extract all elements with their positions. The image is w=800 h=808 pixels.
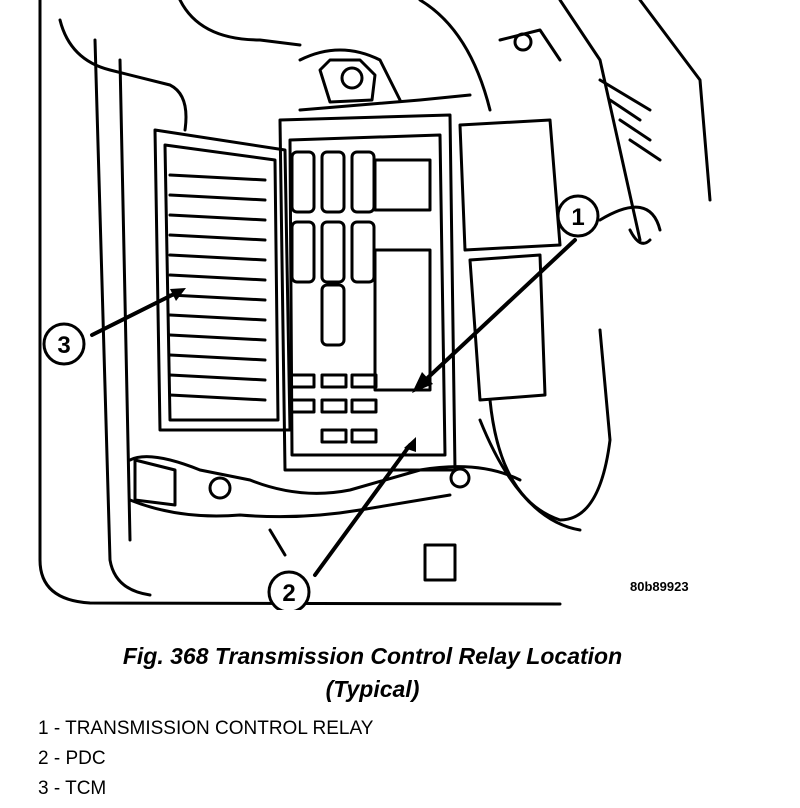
tcm-module	[153, 128, 292, 432]
wiring-harness	[488, 328, 612, 522]
callout-1-arrowhead	[412, 372, 433, 393]
callout-2-arrowhead	[404, 437, 416, 452]
image-code: 80b89923	[630, 579, 689, 594]
mount-bracket	[318, 58, 377, 104]
callout-3-arrowhead	[170, 288, 186, 301]
callout-1-number: 1	[571, 204, 584, 231]
fender-outline	[38, 0, 562, 606]
legend: 1 - TRANSMISSION CONTROL RELAY 2 - PDC 3…	[38, 714, 373, 804]
callout-3-number: 3	[57, 332, 70, 359]
relay-location-illustration: 1 2 3 80b89923	[38, 0, 712, 610]
callout-2-number: 2	[282, 580, 295, 607]
figure-caption: Fig. 368 Transmission Control Relay Loca…	[0, 640, 745, 706]
legend-item: 1 - TRANSMISSION CONTROL RELAY	[38, 718, 374, 739]
callout-3: 3	[42, 322, 86, 366]
harness-connector	[133, 458, 177, 507]
legend-item: 3 - TCM	[38, 778, 107, 799]
caption-title: Fig. 368 Transmission Control Relay Loca…	[122, 643, 623, 669]
tcm-connector-ribs	[168, 173, 267, 402]
callout-1-leader	[418, 238, 577, 387]
callout-3-leader	[90, 290, 180, 337]
caption-subtitle: (Typical)	[325, 676, 420, 702]
callout-1: 1	[556, 194, 600, 238]
transmission-control-relay	[373, 158, 432, 392]
callout-2-leader	[313, 443, 412, 577]
pdc-fuses	[288, 150, 378, 444]
callout-2: 2	[267, 570, 311, 610]
legend-item: 2 - PDC	[38, 748, 106, 769]
